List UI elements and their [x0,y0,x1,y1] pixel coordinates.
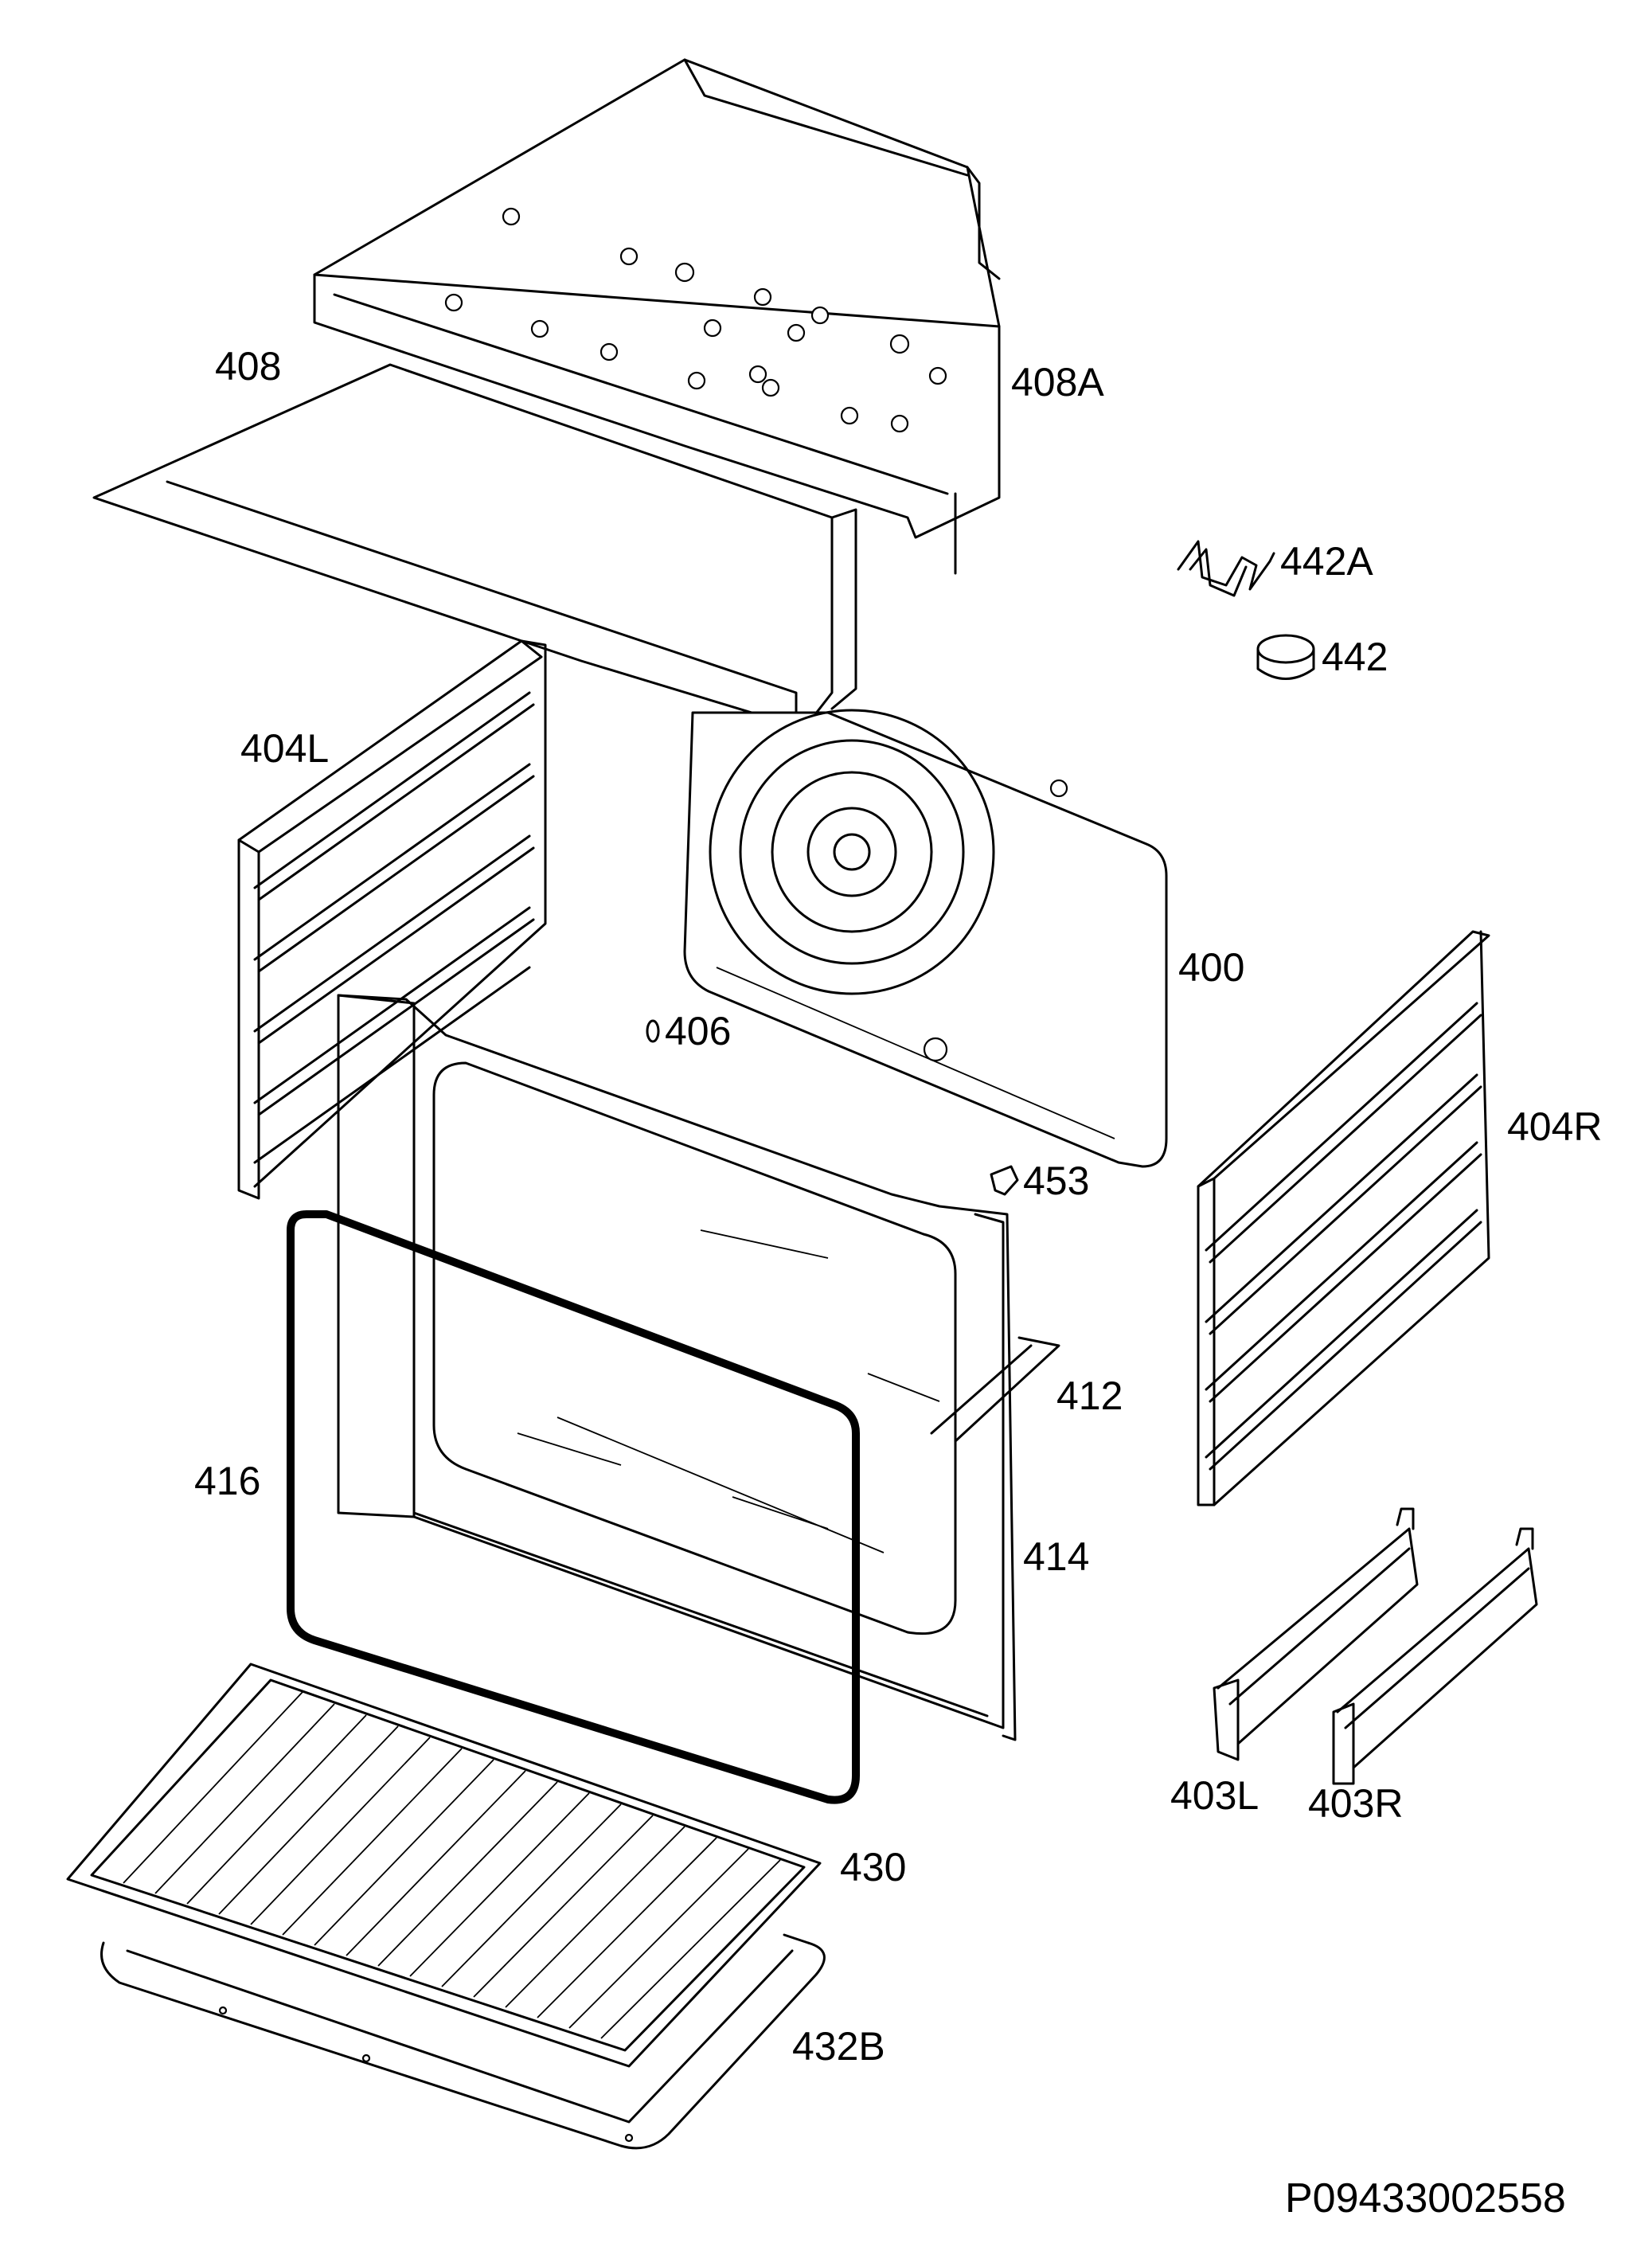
reference-code: P09433002558 [1285,2175,1566,2222]
label-442: 442 [1322,635,1388,679]
label-430: 430 [840,1845,907,1889]
label-414: 414 [1023,1534,1090,1579]
part-442A-clip [1177,540,1275,597]
cover-holes [444,207,947,433]
label-432B: 432B [792,2024,885,2069]
label-453: 453 [1023,1159,1090,1203]
part-403R-runner [1332,1527,1538,1785]
part-408A-top-cover [313,58,1001,575]
part-412-rail [930,1336,1060,1443]
label-416: 416 [194,1459,261,1503]
part-430-wire-shelf [66,1663,822,2068]
part-404R-right-shelf-support [1197,930,1490,1506]
part-416-door-gasket [287,1210,860,1804]
part-400-back-panel [683,709,1168,1168]
label-403L: 403L [1170,1773,1260,1818]
label-404L: 404L [240,726,330,771]
label-442A: 442A [1280,539,1373,584]
label-408A: 408A [1011,360,1104,404]
part-403L-runner [1213,1507,1419,1761]
label-400: 400 [1178,945,1245,990]
part-442-cap [1256,634,1315,680]
part-453-nut [990,1165,1019,1196]
label-412: 412 [1056,1374,1123,1418]
label-408: 408 [215,344,282,389]
fan-grille [709,709,995,995]
shelf-wires [123,1691,781,2039]
part-432B-baking-tray [100,1933,826,2150]
part-406-screw [646,1019,660,1043]
label-404R: 404R [1507,1104,1603,1149]
label-406: 406 [665,1009,732,1053]
part-404L-left-shelf-support [237,639,547,1200]
label-403R: 403R [1308,1781,1404,1826]
part-414-oven-cavity [337,994,1017,1741]
